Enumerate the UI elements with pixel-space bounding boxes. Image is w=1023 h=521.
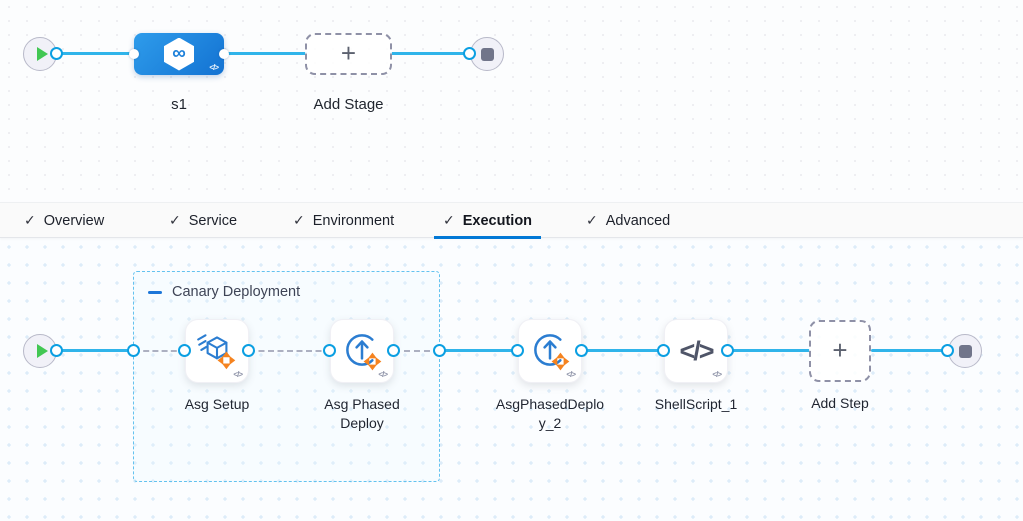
step-node-asg-setup[interactable]: </>: [185, 319, 249, 383]
step-node-asg-phased-deploy[interactable]: </>: [330, 319, 394, 383]
tab-execution[interactable]: ✓ Execution: [434, 203, 542, 239]
connector[interactable]: [50, 344, 63, 357]
execution-graph-canvas[interactable]: Canary Deployment: [0, 238, 1023, 521]
edge-start-to-stage: [57, 52, 137, 55]
tab-label: Advanced: [605, 212, 671, 229]
add-step-button[interactable]: +: [809, 320, 871, 382]
connector[interactable]: [657, 344, 670, 357]
tab-overview[interactable]: ✓ Overview: [15, 203, 113, 238]
edge-stage-to-addstage: [224, 52, 307, 55]
connector-group-out[interactable]: [433, 344, 446, 357]
stage-right-port[interactable]: [219, 49, 229, 59]
stage-label: s1: [171, 96, 187, 113]
step-node-shellscript-1[interactable]: </> </>: [664, 319, 728, 383]
tab-advanced[interactable]: ✓ Advanced: [577, 203, 679, 238]
add-step-label: Add Step: [811, 395, 869, 411]
code-badge-icon[interactable]: </>: [209, 63, 219, 72]
edge-group-to-step3: [440, 349, 520, 352]
stage-config-tabs: ✓ Overview ✓ Service ✓ Environment ✓ Exe…: [0, 202, 1023, 239]
connector[interactable]: [721, 344, 734, 357]
edge-addstage-to-end: [390, 52, 470, 55]
code-badge-icon[interactable]: </>: [566, 370, 576, 379]
plus-icon: +: [340, 38, 357, 68]
add-stage-label: Add Stage: [313, 96, 384, 113]
stage-node-s1[interactable]: ∞ </>: [134, 33, 224, 75]
step-group-title: Canary Deployment: [172, 284, 301, 300]
stop-icon: [958, 344, 972, 358]
tab-label: Execution: [462, 212, 533, 229]
edge-group-to-step1: [134, 350, 186, 352]
tab-label: Service: [188, 212, 238, 229]
stage-graph-canvas[interactable]: ∞ </> + s1 Add Stage: [0, 0, 1023, 202]
add-stage-button[interactable]: +: [305, 33, 392, 75]
connector[interactable]: [575, 344, 588, 357]
check-icon: ✓: [293, 212, 305, 228]
step-node-asg-phased-deploy-2[interactable]: </>: [518, 319, 582, 383]
connector[interactable]: [323, 344, 336, 357]
connector[interactable]: [387, 344, 400, 357]
step-group-canary-deployment[interactable]: Canary Deployment: [133, 271, 440, 482]
code-badge-icon[interactable]: </>: [233, 370, 243, 379]
tab-label: Environment: [312, 212, 395, 229]
tab-environment[interactable]: ✓ Environment: [284, 203, 403, 238]
harness-cd-glyph: ∞: [172, 42, 186, 64]
edge-start-to-group: [57, 349, 136, 352]
collapse-group-icon[interactable]: [148, 290, 162, 294]
edge-addstep-to-end: [871, 349, 949, 352]
plus-icon: +: [832, 335, 848, 365]
asg-setup-icon: [197, 334, 236, 370]
stop-icon: [480, 47, 494, 61]
code-badge-icon[interactable]: </>: [712, 370, 722, 379]
end-node-connector[interactable]: [463, 47, 476, 60]
connector[interactable]: [941, 344, 954, 357]
shell-script-icon: </>: [679, 335, 714, 366]
play-icon: [36, 47, 48, 61]
step-group-header[interactable]: Canary Deployment: [148, 284, 300, 300]
asg-phased-deploy-icon: [534, 334, 570, 371]
cd-stage-icon: ∞: [164, 37, 194, 71]
check-icon: ✓: [169, 212, 181, 228]
check-icon: ✓: [24, 212, 36, 228]
edge-step4-to-addstep: [728, 349, 810, 352]
step-label: Asg Phased Deploy: [324, 396, 400, 431]
check-icon: ✓: [586, 212, 598, 228]
asg-phased-deploy-icon: [346, 334, 382, 371]
edge-step2-to-groupexit: [394, 350, 440, 352]
connector[interactable]: [178, 344, 191, 357]
connector[interactable]: [242, 344, 255, 357]
play-icon: [36, 344, 48, 358]
edge-step1-to-step2: [249, 350, 331, 352]
stage-left-port[interactable]: [129, 49, 139, 59]
step-label: Asg Setup: [184, 396, 250, 412]
execution-start-node: [23, 334, 57, 368]
code-badge-icon[interactable]: </>: [378, 370, 388, 379]
start-node-connector[interactable]: [50, 47, 63, 60]
tab-label: Overview: [43, 212, 105, 229]
connector[interactable]: [511, 344, 524, 357]
check-icon: ✓: [443, 212, 455, 228]
tab-service[interactable]: ✓ Service: [160, 203, 246, 238]
step-label: AsgPhasedDeploy_2: [495, 396, 605, 431]
edge-step3-to-step4: [582, 349, 666, 352]
connector-group-in[interactable]: [127, 344, 140, 357]
step-label: ShellScript_1: [654, 396, 738, 412]
